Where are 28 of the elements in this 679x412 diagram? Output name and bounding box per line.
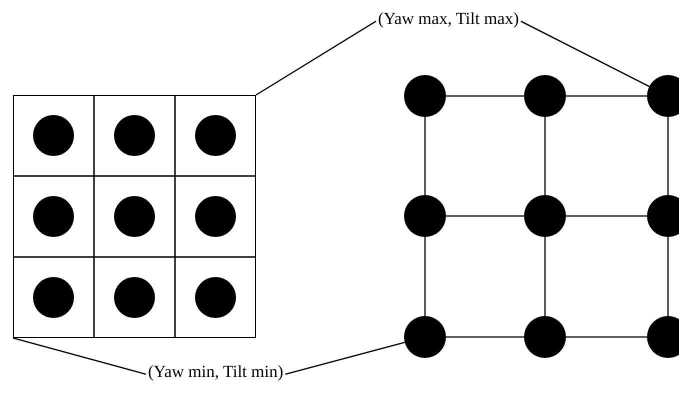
grid-line [544,117,546,195]
coordinate-label: (Yaw min, Tilt min) [148,362,284,381]
grid-point [524,195,566,237]
leader-line [285,342,405,375]
grid-point [524,316,566,358]
grid-line [667,237,669,316]
grid-line [566,336,647,338]
leader-line [12,337,146,375]
grid-point [647,316,679,358]
grid-line [446,95,524,97]
cell-grid-drawing [13,95,256,338]
leader-line [520,20,650,88]
leader-line [256,20,376,96]
grid-line [667,117,669,195]
grid-point [647,75,679,117]
grid-point [404,75,446,117]
coordinate-label: (Yaw max, Tilt max) [378,9,519,28]
grid-line [446,336,524,338]
grid-line [566,95,647,97]
grid-line [446,215,524,217]
grid-line [424,117,426,195]
grid-line [544,237,546,316]
grid-line [424,237,426,316]
grid-point [404,316,446,358]
grid-point [524,75,566,117]
grid-point [647,195,679,237]
grid-point [404,195,446,237]
grid-line [566,215,647,217]
